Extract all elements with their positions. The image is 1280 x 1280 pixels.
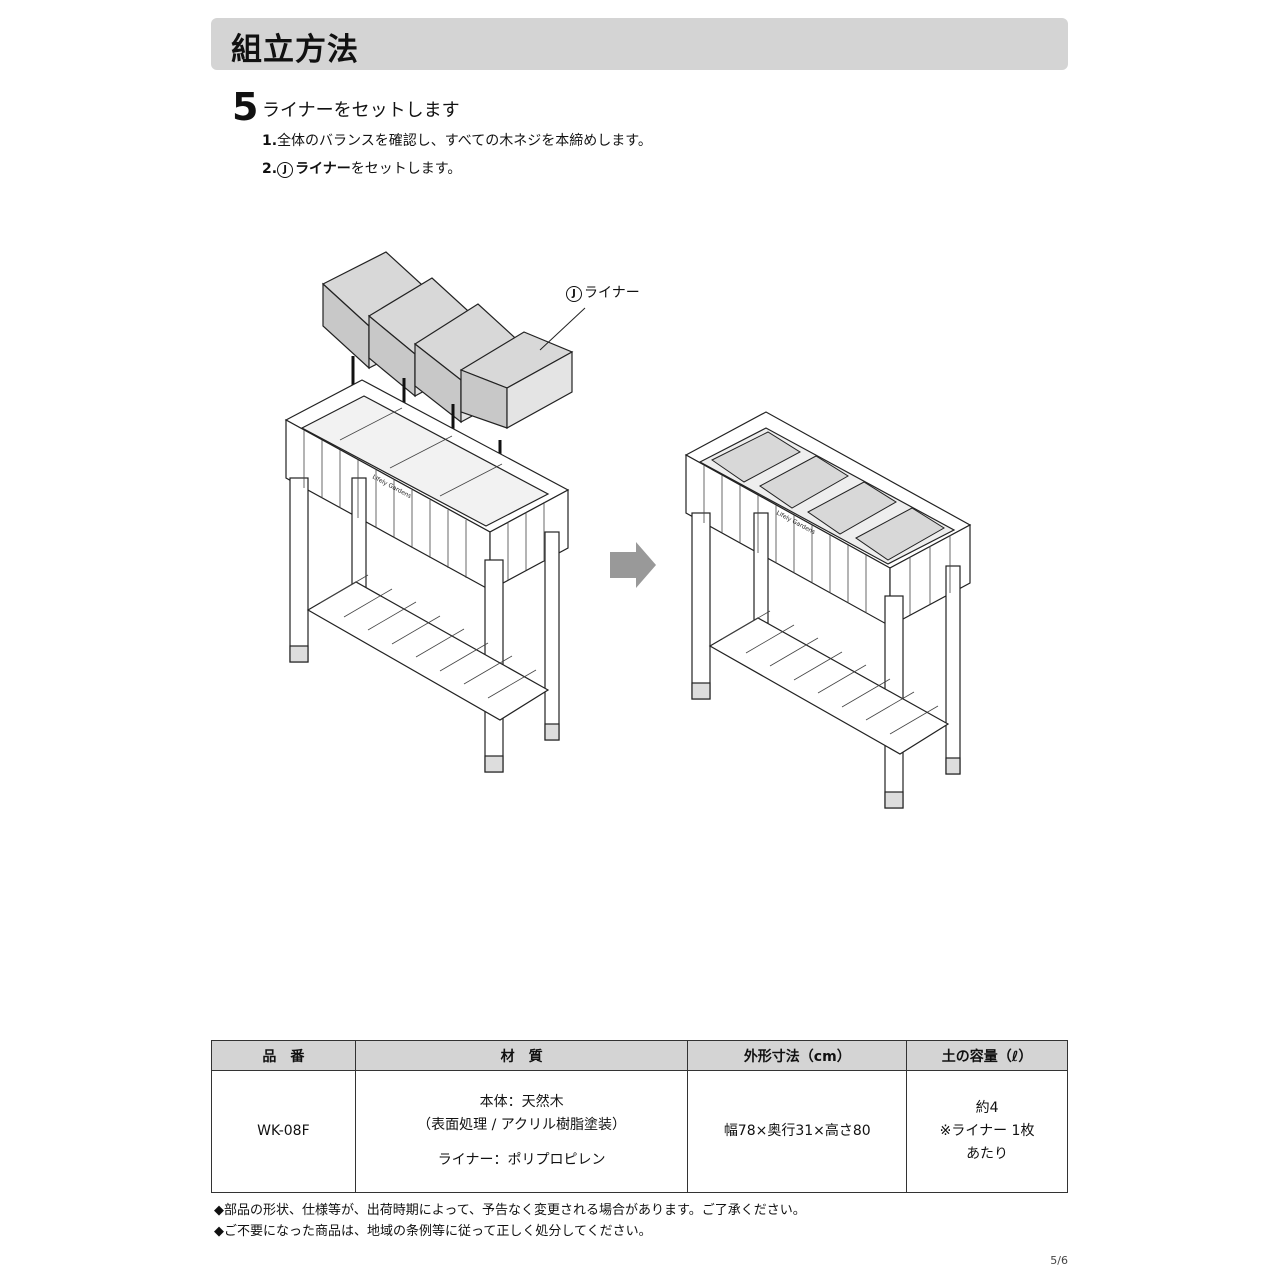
liner-callout-label: ライナー [584,285,640,301]
instruction-2-bold: ライナー [295,161,351,177]
part-j-mark: J [566,286,582,302]
instruction-1-text: 全体のバランスを確認し、すべての木ネジを本締めします。 [277,133,652,149]
section-header: 組立方法 [211,18,1068,70]
assembly-illustration: Lifely Gardens Lifely Gardens [284,251,972,809]
spec-table: 品 番 材 質 外形寸法（cm） 土の容量（ℓ） WK-08F 本体：天然木 （… [211,1040,1068,1193]
planter-stand-before [284,379,570,773]
cell-model: WK-08F [211,1070,356,1193]
header-material: 材 質 [354,1040,689,1071]
part-j-mark: J [277,162,294,178]
spec-table-header-row: 品 番 材 質 外形寸法（cm） 土の容量（ℓ） [211,1040,1068,1071]
note-2: ◆ご不要になった商品は、地域の条例等に従って正しく処分してください。 [214,1224,652,1239]
instruction-2-text: をセットします。 [350,161,462,177]
liners-set [711,431,945,561]
page-number: 5/6 [1050,1254,1068,1267]
liner-boxes-floating [321,251,574,430]
stand-before-lines [303,407,545,699]
footnotes: ◆部品の形状、仕様等が、出荷時期によって、予告なく変更される場合があります。ご了… [214,1200,806,1242]
capacity-note: ※ライナー 1枚 [939,1123,1035,1139]
capacity-value: 約4 [975,1100,999,1116]
section-title: 組立方法 [231,32,359,68]
step-title: ライナーをセットします [262,100,460,121]
stand-after-lines [703,465,951,735]
material-finish: （表面処理 / アクリル樹脂塗装） [417,1117,627,1133]
instruction-2-number: 2. [262,161,278,177]
cell-material: 本体：天然木 （表面処理 / アクリル樹脂塗装） ライナー：ポリプロピレン [354,1070,689,1193]
step-number: 5 [232,85,259,129]
next-step-arrow [610,542,656,588]
cell-size: 幅78×奥行31×高さ80 [687,1070,908,1193]
capacity-note-2: あたり [966,1146,1009,1162]
instruction-1: 1.全体のバランスを確認し、すべての木ネジを本締めします。 [262,132,652,150]
instruction-1-number: 1. [262,133,278,149]
cell-capacity: 約4 ※ライナー 1枚 あたり [906,1070,1068,1193]
callout-leader [539,307,586,351]
header-size: 外形寸法（cm） [687,1040,908,1071]
material-liner: ライナー：ポリプロピレン [437,1152,606,1168]
header-model: 品 番 [211,1040,356,1071]
header-capacity: 土の容量（ℓ） [906,1040,1068,1071]
material-body: 本体：天然木 [479,1094,564,1110]
table-row: WK-08F 本体：天然木 （表面処理 / アクリル樹脂塗装） ライナー：ポリプ… [211,1070,1068,1193]
note-1: ◆部品の形状、仕様等が、出荷時期によって、予告なく変更される場合があります。ご了… [214,1203,806,1218]
